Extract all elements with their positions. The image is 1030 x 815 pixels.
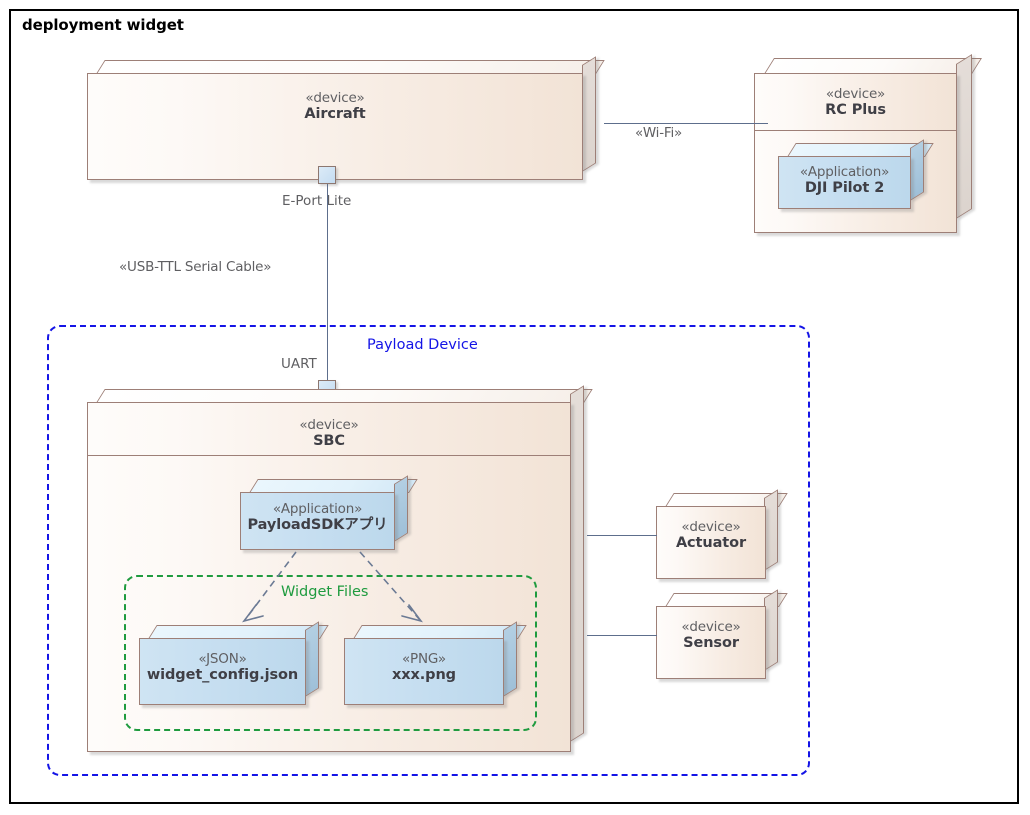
node-xxx-png[interactable]: «PNG» xxx.png	[344, 621, 527, 705]
node-aircraft-stereotype: «device»	[305, 90, 365, 106]
node-dji-pilot-2-side-face	[910, 139, 924, 201]
node-aircraft-top-face	[96, 60, 605, 74]
node-actuator-stereotype: «device»	[681, 519, 741, 535]
node-widget-config-json-top-face	[148, 625, 329, 639]
node-sensor-side-face	[764, 589, 778, 671]
node-sbc-top-face	[96, 389, 593, 403]
node-sensor-stereotype: «device»	[681, 619, 741, 635]
diagram-title: deployment widget	[22, 15, 184, 34]
node-rc-plus-header-rule	[754, 130, 957, 131]
node-aircraft[interactable]: «device» Aircraft	[87, 56, 605, 180]
payload-device-boundary-label: Payload Device	[367, 337, 478, 353]
node-actuator-name: Actuator	[675, 535, 747, 552]
node-xxx-png-name: xxx.png	[392, 667, 456, 684]
widget-files-boundary	[124, 575, 537, 731]
node-xxx-png-body: «PNG» xxx.png	[344, 638, 504, 705]
diagram-frame	[9, 9, 1019, 804]
node-rc-plus-name: RC Plus	[825, 102, 886, 119]
node-widget-config-json-name: widget_config.json	[146, 667, 299, 684]
node-sensor[interactable]: «device» Sensor	[656, 589, 788, 679]
connector-usb-ttl-line[interactable]	[327, 184, 328, 385]
port-uart-label: UART	[281, 356, 317, 372]
node-actuator[interactable]: «device» Actuator	[656, 489, 788, 579]
node-sensor-name: Sensor	[683, 635, 739, 652]
node-widget-config-json[interactable]: «JSON» widget_config.json	[139, 621, 329, 705]
node-widget-config-json-side-face	[305, 621, 319, 697]
connector-usb-ttl-label: «USB-TTL Serial Cable»	[119, 259, 272, 275]
node-payload-sdk-app-side-face	[394, 475, 408, 542]
node-actuator-body: «device» Actuator	[656, 506, 766, 579]
node-payload-sdk-app[interactable]: «Application» PayloadSDKアプリ	[240, 475, 418, 550]
port-e-port-lite-label: E-Port Lite	[282, 193, 352, 209]
node-dji-pilot-2-body: «Application» DJI Pilot 2	[778, 156, 911, 209]
connector-sbc-actuator[interactable]	[587, 535, 657, 536]
node-rc-plus-top-face	[764, 58, 982, 74]
node-aircraft-side-face	[582, 56, 596, 172]
node-payload-sdk-app-stereotype: «Application»	[272, 501, 363, 517]
connector-wifi-line[interactable]	[604, 123, 768, 124]
node-rc-plus-side-face	[956, 54, 972, 219]
node-dji-pilot-2-stereotype: «Application»	[799, 164, 890, 180]
payload-device-boundary	[47, 325, 810, 776]
node-aircraft-body: «device» Aircraft	[87, 73, 583, 180]
node-actuator-side-face	[764, 489, 778, 571]
connector-sbc-sensor[interactable]	[587, 635, 657, 636]
node-rc-plus-stereotype: «device»	[825, 86, 886, 102]
node-dji-pilot-2-name: DJI Pilot 2	[804, 180, 885, 197]
node-aircraft-name: Aircraft	[304, 106, 366, 123]
widget-files-boundary-label: Widget Files	[281, 584, 369, 600]
node-sbc-name: SBC	[313, 433, 345, 450]
node-widget-config-json-body: «JSON» widget_config.json	[139, 638, 306, 705]
node-sbc-header-rule	[87, 455, 571, 456]
node-dji-pilot-2[interactable]: «Application» DJI Pilot 2	[778, 139, 934, 209]
node-payload-sdk-app-name: PayloadSDKアプリ	[247, 517, 388, 534]
node-sbc-stereotype: «device»	[299, 417, 359, 433]
port-e-port-lite[interactable]	[318, 166, 336, 184]
node-payload-sdk-app-body: «Application» PayloadSDKアプリ	[240, 492, 395, 550]
node-xxx-png-top-face	[353, 625, 527, 639]
node-sbc-side-face	[570, 385, 584, 742]
node-xxx-png-stereotype: «PNG»	[402, 651, 446, 667]
node-widget-config-json-stereotype: «JSON»	[198, 651, 247, 667]
connector-wifi-label: «Wi-Fi»	[635, 125, 683, 141]
node-sensor-body: «device» Sensor	[656, 606, 766, 679]
node-xxx-png-side-face	[503, 621, 517, 697]
node-payload-sdk-app-top-face	[249, 479, 418, 493]
diagram-title-tab: deployment widget	[9, 9, 214, 38]
